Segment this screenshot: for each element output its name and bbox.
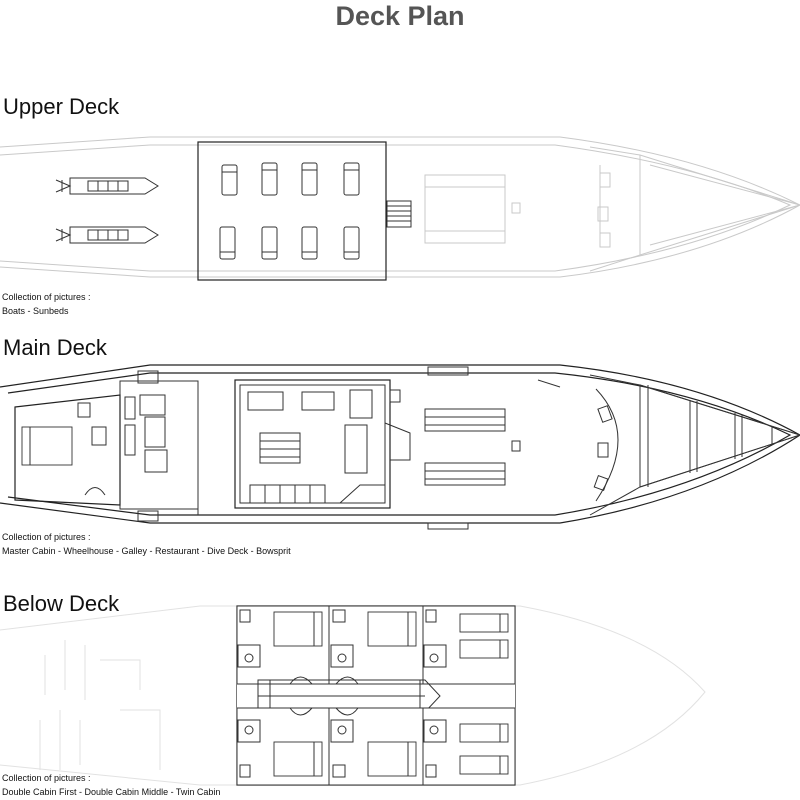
upper-deck-title: Upper Deck (3, 94, 120, 119)
upper-stairs (386, 200, 412, 228)
galley[interactable] (119, 370, 199, 522)
upper-deck-plan[interactable] (0, 125, 800, 290)
upper-deck-caption: Collection of pictures : Boats - Sunbeds (2, 290, 91, 318)
main-caption-items[interactable]: Master Cabin - Wheelhouse - Galley - Res… (2, 546, 291, 556)
page-title: Deck Plan (335, 1, 465, 31)
main-deck-caption: Collection of pictures : Master Cabin - … (2, 530, 291, 558)
main-caption-label: Collection of pictures : (2, 532, 91, 542)
twin-cabin-top[interactable] (422, 605, 516, 685)
dive-deck (424, 366, 561, 530)
double-cabin-bottom-middle[interactable] (328, 707, 424, 786)
bowsprit (589, 374, 800, 516)
restaurant[interactable] (234, 379, 411, 509)
double-cabin-first[interactable] (236, 605, 330, 685)
below-deck-plan[interactable] (0, 600, 800, 800)
tender-boat-bottom (55, 226, 159, 244)
main-deck-plan[interactable] (0, 355, 800, 535)
tender-boat-top (55, 177, 159, 195)
sunbeds (219, 162, 360, 260)
sunbed-area[interactable] (197, 141, 387, 281)
below-deck-title: Below Deck (3, 591, 120, 616)
corridor (237, 679, 515, 713)
twin-cabin-bottom[interactable] (422, 707, 516, 786)
upper-caption-label: Collection of pictures : (2, 292, 91, 302)
master-cabin[interactable] (14, 394, 121, 506)
upper-caption-items[interactable]: Boats - Sunbeds (2, 306, 69, 316)
below-caption-items[interactable]: Double Cabin First - Double Cabin Middle… (2, 787, 221, 797)
main-deck-title: Main Deck (3, 335, 107, 360)
below-deck-caption: Collection of pictures : Double Cabin Fi… (2, 771, 220, 799)
below-caption-label: Collection of pictures : (2, 773, 91, 783)
double-cabin-middle[interactable] (328, 605, 424, 685)
double-cabin-bottom-left[interactable] (236, 707, 330, 786)
